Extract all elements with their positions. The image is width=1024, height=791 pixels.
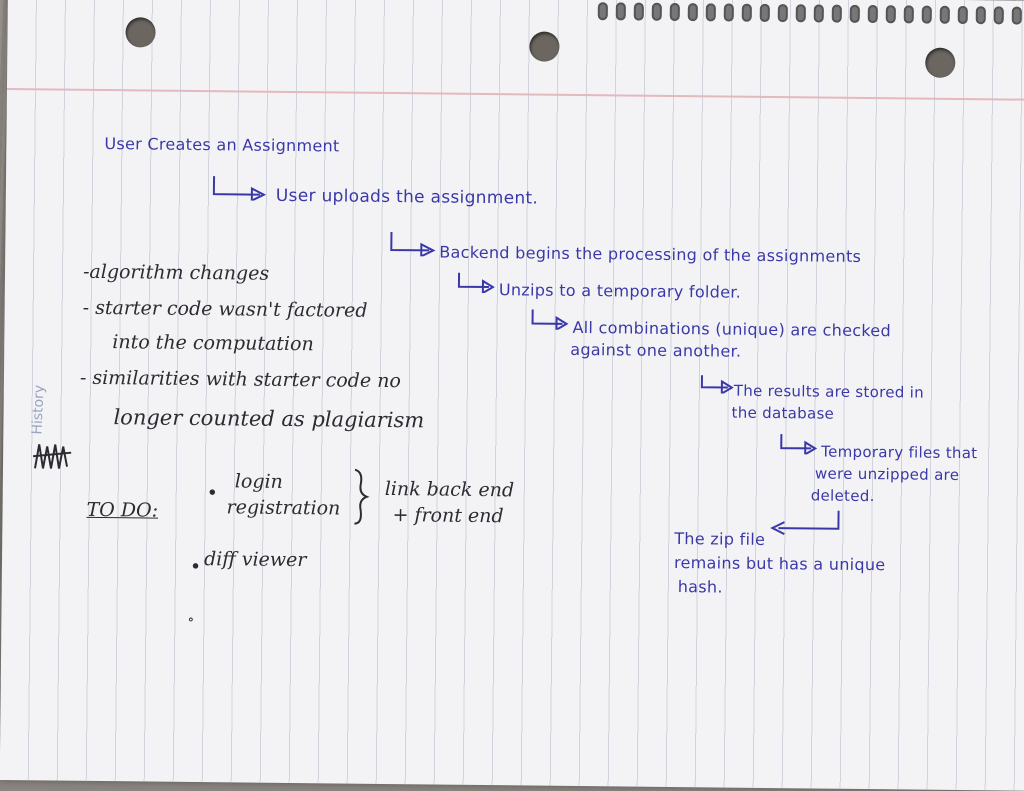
change-item-2-line-2: into the computation: [112, 331, 314, 356]
arrow-icon: [770, 510, 840, 536]
note-line-2: remains but has a unique: [673, 553, 886, 575]
arrow-icon: [390, 232, 436, 257]
todo-heading: TO DO:: [86, 498, 159, 522]
note-line-1: The zip file: [674, 529, 766, 549]
flow-step-7-line-2: were unzipped are: [814, 464, 960, 484]
change-item-1: -algorithm changes: [82, 260, 270, 285]
brace-note-line-1: link back end: [384, 477, 515, 502]
margin-pencil-note: History: [29, 384, 48, 435]
change-item-3-line-2: longer counted as plagiarism: [113, 405, 425, 433]
todo-item-2: diff viewer: [203, 548, 307, 572]
arrow-icon: [531, 309, 569, 330]
change-item-3-line-1: - similarities with starter code no: [79, 366, 401, 393]
flow-step-5-line-2: against one another.: [570, 339, 742, 361]
flow-step-4: Unzips to a temporary folder.: [498, 280, 742, 302]
flow-step-6-line-2: the database: [731, 403, 835, 423]
arrow-icon: [457, 272, 495, 294]
binder-hole-2: [529, 31, 560, 62]
arrow-icon: [212, 176, 267, 201]
flow-step-5-line-1: All combinations (unique) are checked: [572, 317, 892, 341]
change-item-2-line-1: - starter code wasn't factored: [82, 296, 368, 322]
flow-step-1: User Creates an Assignment: [104, 134, 340, 156]
binder-hole-1: [125, 17, 156, 48]
bullet-icon: •: [206, 482, 219, 505]
arrow-icon: [780, 434, 818, 455]
flow-step-7-line-1: Temporary files that: [821, 442, 978, 463]
flow-step-7-line-3: deleted.: [810, 486, 875, 506]
empty-bullet-icon: ∘: [187, 611, 195, 628]
note-line-3: hash.: [677, 577, 723, 597]
todo-item-1-line-2: registration: [226, 496, 341, 520]
arrow-icon: [700, 375, 734, 394]
bullet-icon: •: [189, 555, 202, 579]
flow-step-6-line-1: The results are stored in: [733, 381, 925, 402]
binder-hole-3: [925, 47, 956, 78]
spiral-binding: [597, 2, 1024, 29]
brace-note-line-2: + front end: [392, 504, 504, 528]
todo-item-1-line-1: login: [234, 470, 283, 493]
scribble-mark: [33, 444, 72, 469]
brace-icon: [354, 468, 370, 525]
flow-step-2: User uploads the assignment.: [275, 185, 539, 209]
